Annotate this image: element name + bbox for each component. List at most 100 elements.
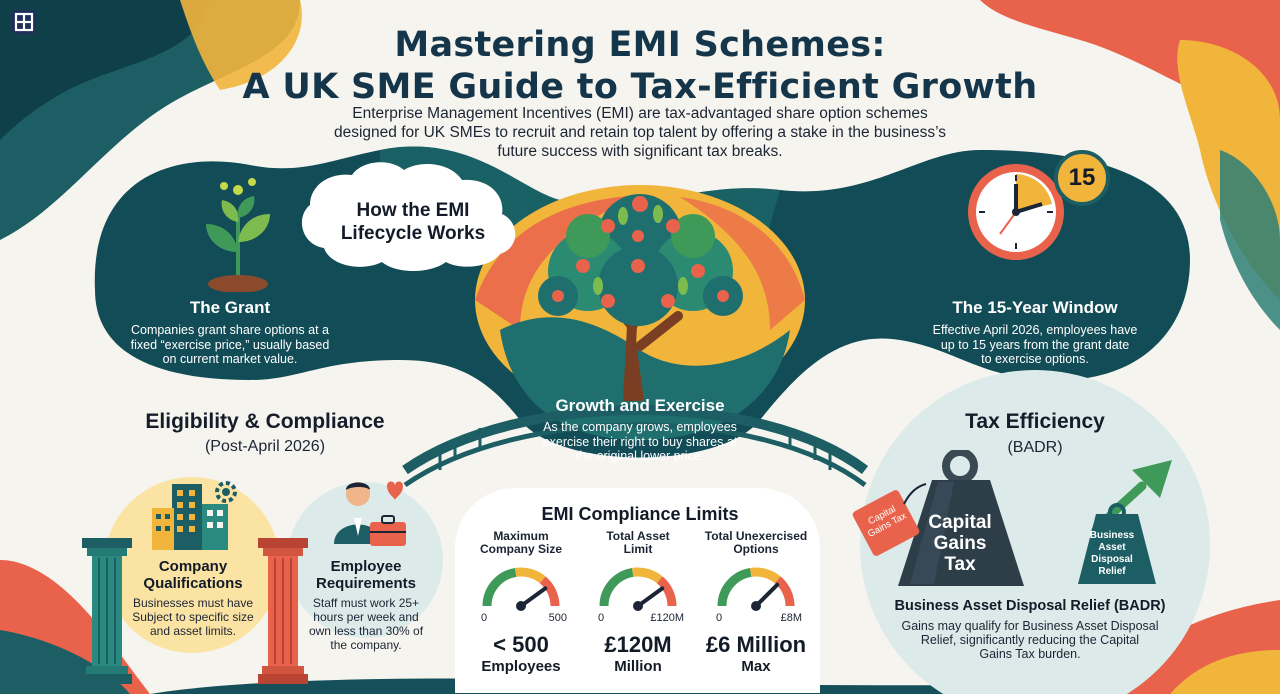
- gauge-label-line-2: Limit: [623, 542, 653, 556]
- badr-weight-arrow-icon: [1078, 460, 1172, 584]
- weight-label: Capital Gains Tax: [910, 512, 1010, 575]
- tax-subtitle: (BADR): [1007, 439, 1063, 456]
- eligibility-title: Eligibility & Compliance: [145, 410, 385, 433]
- gauge-unit: Max: [741, 658, 771, 675]
- gauge-label-line-1: Total Unexercised: [704, 529, 808, 543]
- fifteen-badge: 15: [1054, 150, 1110, 206]
- brand-logo-icon[interactable]: [12, 10, 36, 34]
- lifecycle-heading-line-1: How the EMI: [356, 200, 470, 221]
- coral-pillar-icon: [258, 538, 308, 684]
- gauge-hub: [633, 601, 643, 611]
- gauge-arc-segment: [656, 576, 677, 607]
- gauge-hub: [516, 601, 526, 611]
- page-title: Mastering EMI Schemes: A UK SME Guide to…: [190, 24, 1090, 108]
- badr-weight-line-1: Business: [1089, 530, 1135, 541]
- gauge-arc-segment: [631, 567, 663, 584]
- gauge-min-tick: 0: [716, 612, 723, 624]
- gauge-dial-icon: [599, 567, 677, 611]
- weight-label-line-3: Tax: [944, 554, 976, 575]
- eligibility-heading: Eligibility & Compliance (Post-April 202…: [110, 410, 420, 456]
- badr-block: Business Asset Disposal Relief (BADR) Ga…: [870, 598, 1190, 661]
- gauge-value: £120M: [604, 632, 672, 657]
- company-line-1: Businesses must have: [132, 596, 254, 610]
- tax-weight-icon: [898, 450, 1024, 586]
- gauge-label-line-2: Options: [733, 542, 779, 556]
- gauge-min-tick: 0: [481, 612, 488, 624]
- gauge-ticks: 0 £8M: [696, 612, 816, 626]
- gauge-value: < 500: [493, 632, 549, 657]
- badr-weight-line-2: Asset: [1098, 542, 1126, 553]
- growth-line-2: exercise their right to buy shares at: [542, 434, 738, 449]
- grant-line-3: on current market value.: [162, 352, 298, 366]
- title-line-1: Mastering EMI Schemes:: [394, 25, 886, 65]
- company-title-line-2: Qualifications: [143, 575, 243, 592]
- company-line-3: and asset limits.: [149, 624, 237, 638]
- gauge-max-tick: £120M: [650, 612, 684, 624]
- gauge-unit: Million: [614, 658, 662, 675]
- badr-weight-line-3: Disposal: [1091, 554, 1133, 565]
- grant-line-1: Companies grant share options at a: [130, 323, 330, 337]
- clock-icon: [968, 164, 1064, 260]
- gauge-hub: [751, 601, 761, 611]
- employee-title-line-2: Requirements: [315, 575, 417, 592]
- compliance-limits-panel: [455, 488, 820, 693]
- teal-pillar-icon: [82, 538, 132, 684]
- gauge-ticks: 0 £120M: [578, 612, 698, 626]
- employee-line-3: own less than 30% of: [308, 624, 424, 638]
- employee-line-4: the company.: [330, 638, 402, 652]
- tax-title: Tax Efficiency: [965, 410, 1105, 433]
- sprout-icon: [206, 178, 270, 292]
- growth-block: Growth and Exercise As the company grows…: [520, 396, 760, 464]
- gauge-arc-segment: [774, 576, 795, 607]
- employee-card: Employee Requirements Staff must work 25…: [298, 558, 434, 652]
- company-card: Company Qualifications Businesses must h…: [118, 558, 268, 638]
- gauge-label-line-1: Total Asset: [606, 529, 670, 543]
- employee-briefcase-icon: [334, 481, 406, 546]
- growth-title: Growth and Exercise: [555, 396, 725, 415]
- buildings-icon: [152, 481, 237, 550]
- weight-label-line-1: Capital: [928, 512, 992, 533]
- tag-string-icon: [903, 483, 927, 505]
- gauge-needle: [519, 586, 548, 608]
- gauge-dial-icon: [717, 567, 795, 611]
- gauge-arc-segment: [539, 576, 560, 607]
- gauge-min-tick: 0: [598, 612, 605, 624]
- gauge-dial-icon: [482, 567, 560, 611]
- badr-title: Business Asset Disposal Relief (BADR): [894, 598, 1166, 614]
- tax-heading: Tax Efficiency (BADR): [915, 410, 1155, 457]
- company-line-2: Subject to specific size: [132, 610, 254, 624]
- badr-weight-label: Business Asset Disposal Relief: [1082, 530, 1142, 578]
- badr-line-2: Relief, significantly reducing the Capit…: [920, 633, 1140, 647]
- window-title: The 15-Year Window: [952, 298, 1118, 317]
- gauge-arc-segment: [482, 567, 517, 607]
- fruit-tree-icon: [538, 194, 743, 401]
- growth-line-1: As the company grows, employees: [543, 420, 737, 434]
- window-block: The 15-Year Window Effective April 2026,…: [915, 298, 1155, 367]
- gauge-arc-segment: [599, 567, 634, 607]
- intro-line-2: designed for UK SMEs to recruit and reta…: [333, 124, 947, 141]
- intro-line-3: future success with significant tax brea…: [497, 143, 783, 160]
- window-line-1: Effective April 2026, employees have: [932, 323, 1138, 337]
- weight-label-line-2: Gains: [933, 533, 987, 554]
- gauge-max-tick: 500: [548, 612, 567, 624]
- window-line-2: up to 15 years from the grant date: [940, 337, 1130, 352]
- gauge-value: £6 Million: [705, 632, 807, 657]
- gauge-label-line-2: Company Size: [479, 542, 563, 556]
- intro-text: Enterprise Management Incentives (EMI) a…: [300, 104, 980, 161]
- employee-title-line-1: Employee: [330, 558, 402, 575]
- gauge-ticks: 0 500: [461, 612, 581, 626]
- eligibility-subtitle: (Post-April 2026): [204, 438, 326, 455]
- title-line-2: A UK SME Guide to Tax-Efficient Growth: [242, 67, 1038, 107]
- intro-line-1: Enterprise Management Incentives (EMI) a…: [352, 105, 928, 122]
- gauge-max-tick: £8M: [780, 612, 802, 624]
- badr-line-1: Gains may qualify for Business Asset Dis…: [901, 619, 1159, 633]
- employee-line-2: hours per week and: [313, 610, 419, 624]
- gauge-arc-segment: [749, 567, 781, 584]
